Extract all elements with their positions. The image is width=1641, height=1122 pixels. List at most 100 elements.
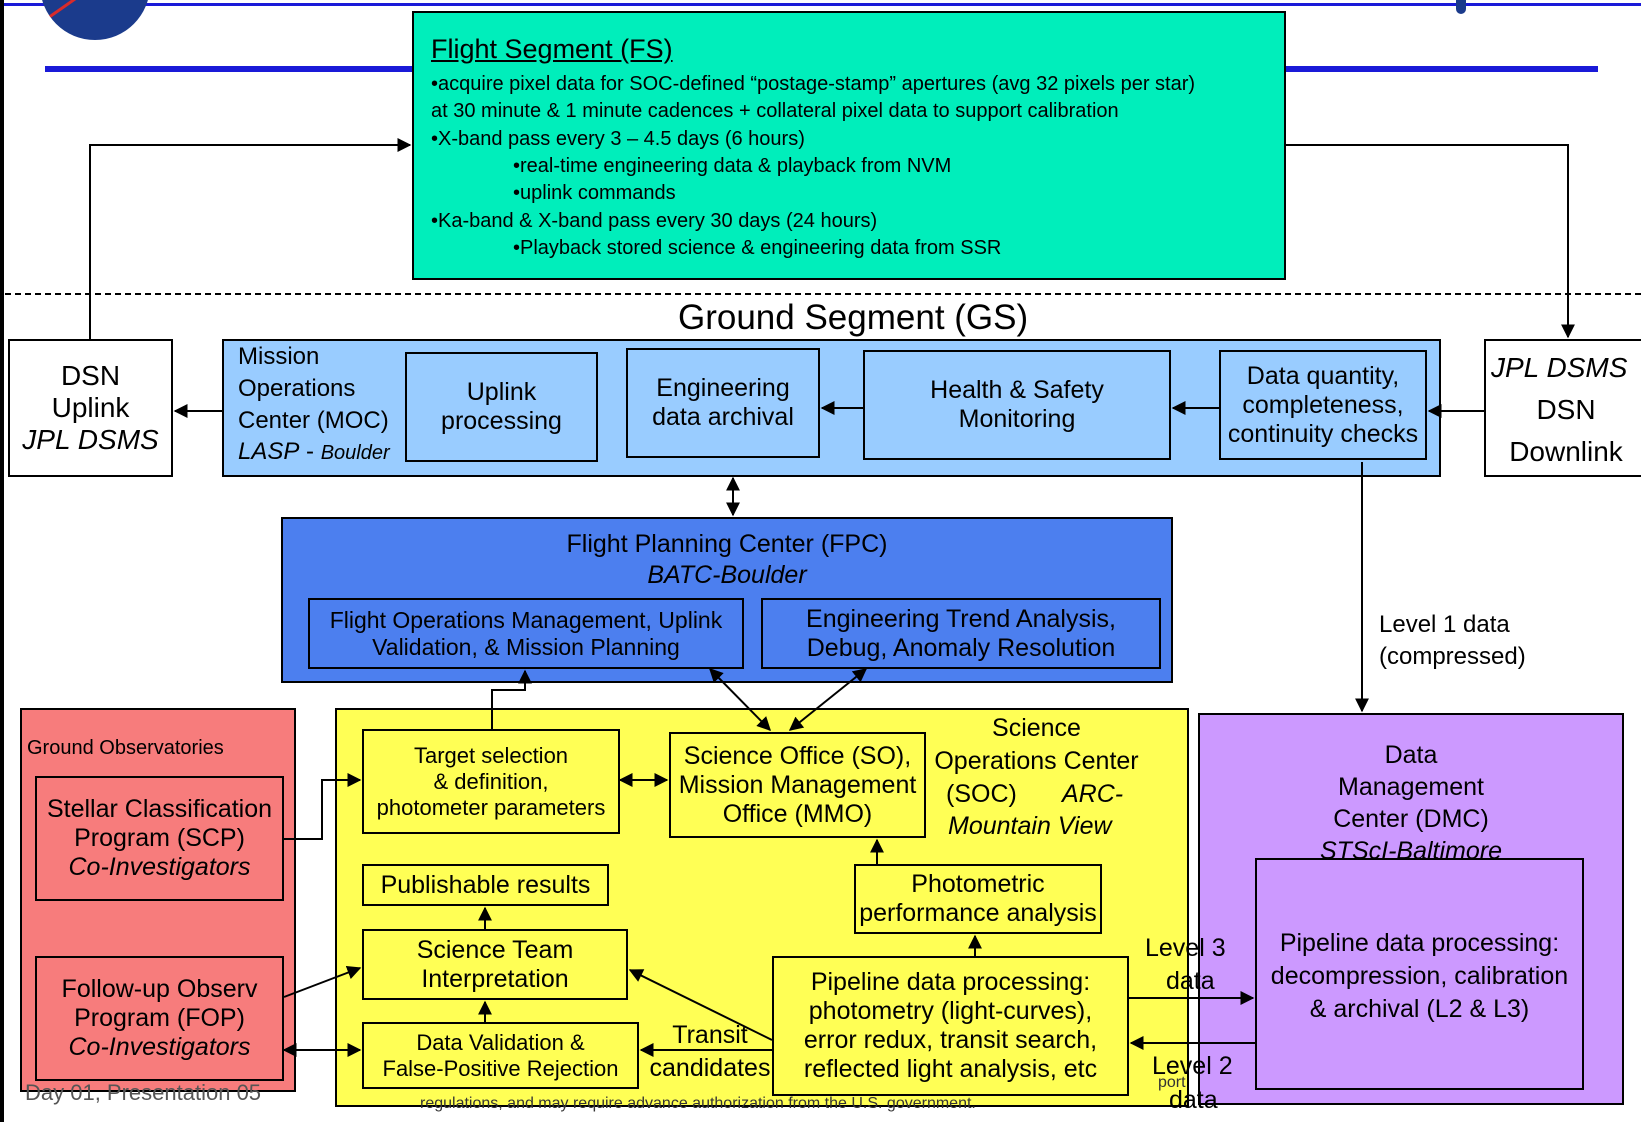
transit-candidates-line2: candidates (649, 1054, 771, 1082)
flight-segment-box: Flight Segment (FS) •acquire pixel data … (412, 11, 1286, 280)
level3-label-line2: data (1166, 967, 1215, 995)
science-office-box: Science Office (SO), Mission Management … (669, 732, 926, 838)
soc-pipeline-line2: photometry (light-curves), (808, 997, 1093, 1025)
fpc-subtitle: BATC-Boulder (647, 561, 807, 589)
uplink-processing-box: Uplink processing (405, 352, 598, 462)
publishable-results-label: Publishable results (380, 870, 591, 899)
target-selection-line3: photometer parameters (376, 794, 606, 820)
level2-label-line2: data (1169, 1086, 1218, 1114)
data-checks-box: Data quantity, completeness, continuity … (1219, 350, 1427, 460)
scp-line1: Stellar Classification (46, 795, 273, 823)
engineering-archival-line1: Engineering (656, 374, 790, 402)
fs-bullet-1: •acquire pixel data for SOC-defined “pos… (431, 73, 1196, 95)
science-team-line2: Interpretation (421, 964, 569, 993)
publishable-results-box: Publishable results (362, 864, 609, 906)
science-team-line1: Science Team (416, 935, 574, 964)
moc-line3: Center (MOC) (238, 407, 389, 434)
target-selection-line2: & definition, (433, 768, 549, 794)
scp-box: Stellar Classification Program (SCP) Co-… (35, 776, 284, 901)
moc-location-boulder: Boulder (320, 442, 390, 464)
ground-segment-title: Ground Segment (GS) (678, 298, 1029, 337)
level1-label-line1: Level 1 data (1379, 611, 1510, 638)
science-office-line3: Office (MMO) (722, 799, 873, 828)
target-selection-box: Target selection & definition, photomete… (362, 729, 620, 834)
ground-observatories-title: Ground Observatories (27, 737, 224, 759)
flight-ops-line1: Flight Operations Management, Uplink (329, 606, 723, 633)
science-office-line1: Science Office (SO), (683, 741, 912, 770)
level3-label-line1: Level 3 (1145, 934, 1226, 962)
transit-candidates-line1: Transit (672, 1021, 748, 1049)
uplink-to-fs-arrow (89, 138, 412, 339)
data-checks-line3: continuity checks (1227, 419, 1419, 448)
fop-line3: Co-Investigators (68, 1033, 251, 1061)
fs-to-downlink-arrow (1286, 144, 1575, 339)
soc-title-line1: Science (992, 714, 1081, 742)
footer-center: regulations, and may require advance aut… (420, 1095, 976, 1112)
moc-line2: Operations (238, 375, 356, 402)
fop-box: Follow-up Observ Program (FOP) Co-Invest… (35, 956, 284, 1081)
dsn-downlink-line2: DSN (1536, 394, 1596, 425)
engineering-archival-line2: data archival (652, 403, 794, 431)
fs-sub-bullet-3: •Playback stored science & engineering d… (513, 237, 1002, 259)
fs-bullet-1b: at 30 minute & 1 minute cadences + colla… (431, 100, 1119, 122)
target-selection-line1: Target selection (413, 742, 569, 768)
uplink-processing-line1: Uplink (466, 378, 537, 406)
fs-sub-bullet-1: •real-time engineering data & playback f… (513, 155, 952, 177)
dmc-title-line3: Center (DMC) (1333, 805, 1489, 833)
dmc-pipeline-line1: Pipeline data processing: (1279, 929, 1560, 957)
dmc-pipeline-line3: & archival (L2 & L3) (1309, 995, 1530, 1023)
level1-label-line2: (compressed) (1379, 643, 1526, 670)
moc-location-dash: - (299, 438, 321, 465)
dsn-uplink-line2: Uplink (51, 392, 130, 423)
health-safety-box: Health & Safety Monitoring (863, 350, 1171, 460)
photometric-analysis-line1: Photometric (911, 870, 1045, 898)
moc-location-lasp: LASP (238, 438, 300, 465)
science-team-box: Science Team Interpretation (362, 929, 628, 1000)
engineering-trend-box: Engineering Trend Analysis, Debug, Anoma… (761, 598, 1161, 669)
data-checks-line2: completeness, (1242, 390, 1404, 419)
dsn-uplink-box: DSN Uplink JPL DSMS (8, 339, 173, 477)
science-office-line2: Mission Management (678, 770, 917, 799)
photometric-analysis-line2: performance analysis (859, 899, 1097, 927)
soc-title-line4: ARC- (1062, 780, 1124, 808)
flight-ops-box: Flight Operations Management, Uplink Val… (308, 598, 744, 669)
segment-divider (5, 293, 1641, 295)
soc-pipeline-line1: Pipeline data processing: (810, 968, 1091, 996)
dmc-pipeline-box: Pipeline data processing: decompression,… (1255, 858, 1584, 1090)
data-validation-box: Data Validation & False-Positive Rejecti… (362, 1022, 639, 1089)
soc-pipeline-line3: error redux, transit search, (803, 1026, 1098, 1054)
uplink-processing-line2: processing (441, 407, 562, 435)
moc-location: LASP - Boulder (238, 438, 390, 467)
dsn-uplink-line1: DSN (60, 360, 121, 391)
scp-line2: Program (SCP) (74, 824, 245, 852)
scp-line3: Co-Investigators (68, 853, 251, 881)
dsn-downlink-line3: Downlink (1509, 436, 1623, 467)
top-rule (0, 3, 1641, 6)
data-validation-line1: Data Validation & (416, 1029, 585, 1055)
engineering-trend-line1: Engineering Trend Analysis, (806, 604, 1116, 633)
dmc-title-line1: Data (1384, 741, 1438, 769)
nasa-logo-icon (40, 0, 150, 40)
data-checks-line1: Data quantity, (1246, 361, 1400, 390)
footer-fragment: port (1158, 1074, 1186, 1091)
dsn-downlink-line1: JPL DSMS (1491, 352, 1628, 383)
data-validation-line2: False-Positive Rejection (382, 1055, 619, 1081)
photometric-analysis-box: Photometric performance analysis (854, 864, 1102, 934)
soc-pipeline-line4: reflected light analysis, etc (803, 1055, 1098, 1083)
fpc-title: Flight Planning Center (FPC) (566, 530, 888, 558)
fs-bullet-3: •Ka-band & X-band pass every 30 days (24… (431, 210, 878, 232)
moc-line1: Mission (238, 343, 320, 370)
soc-title-line5: Mountain View (948, 812, 1112, 840)
dsn-downlink-box: JPL DSMS DSN Downlink (1484, 339, 1641, 477)
soc-title-line2: Operations Center (934, 747, 1139, 775)
fs-sub-bullet-2: •uplink commands (513, 182, 676, 204)
dmc-title-line2: Management (1338, 773, 1484, 801)
engineering-trend-line2: Debug, Anomaly Resolution (806, 633, 1116, 662)
soc-pipeline-box: Pipeline data processing: photometry (li… (772, 956, 1129, 1096)
footer-left: Day 01, Presentation 05 (25, 1080, 262, 1105)
fs-bullet-2: •X-band pass every 3 – 4.5 days (6 hours… (431, 128, 805, 150)
flight-ops-line2: Validation, & Mission Planning (372, 633, 680, 660)
fop-line2: Program (FOP) (74, 1004, 245, 1032)
health-safety-line2: Monitoring (958, 405, 1076, 433)
left-border (0, 0, 4, 1122)
